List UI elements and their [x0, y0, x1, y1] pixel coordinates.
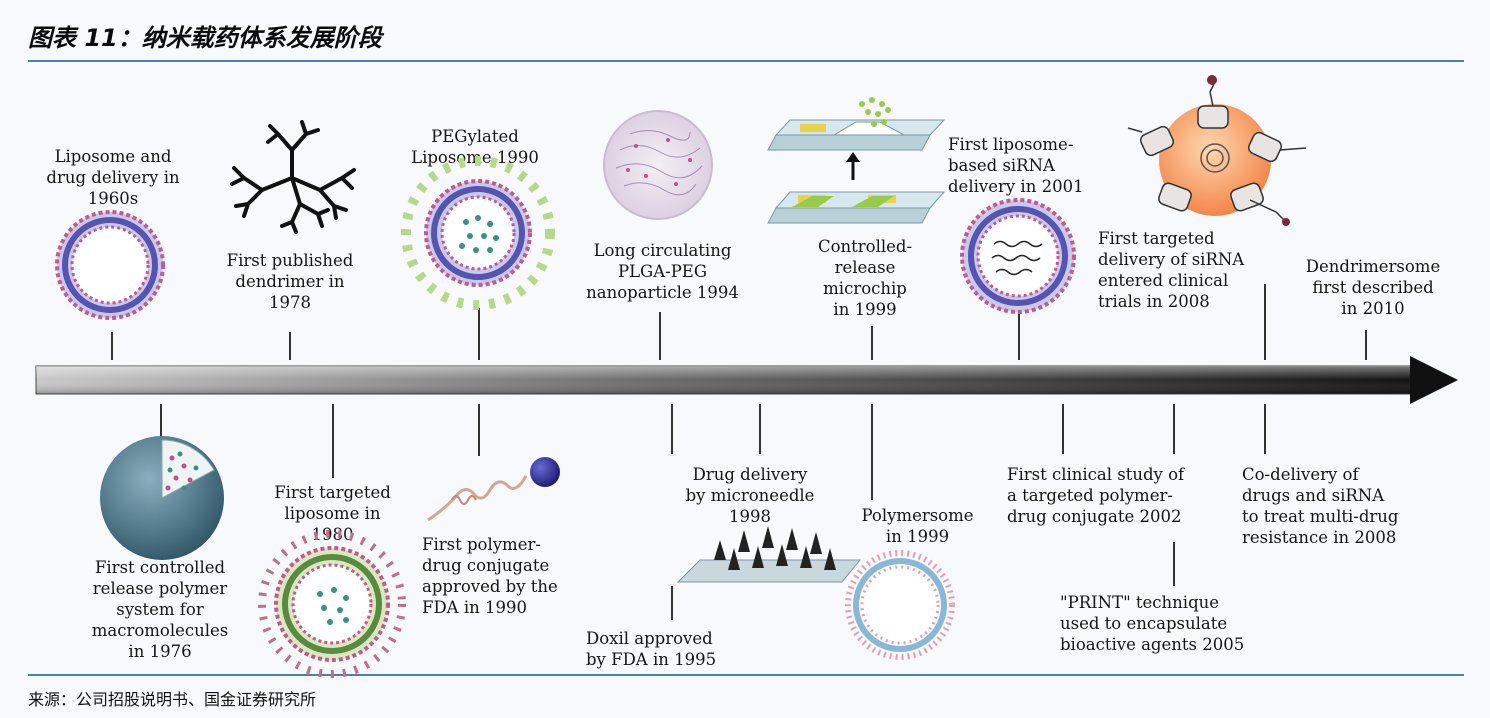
- tick-bottom-1999: [871, 404, 873, 500]
- tick-top-2010: [1365, 330, 1367, 360]
- tick-top-1990: [478, 308, 480, 360]
- tick-top-1978: [289, 332, 291, 360]
- tick-top-1960s: [111, 332, 113, 360]
- tick-bottom-1995-upper: [671, 404, 673, 454]
- tick-bottom-1976: [160, 404, 162, 438]
- nanoparticle-icon: [603, 110, 713, 220]
- tick-top-1994: [659, 312, 661, 360]
- tick-bottom-2002: [1062, 404, 1064, 454]
- tick-top-1999: [871, 326, 873, 360]
- sirna-liposome-icon: [960, 198, 1076, 314]
- tick-bottom-2005-lower: [1173, 542, 1175, 586]
- targeted-liposome-icon: [258, 530, 406, 678]
- bottom-rule: [28, 674, 1464, 676]
- microneedle-icon: [676, 526, 862, 583]
- tick-bottom-1980: [332, 404, 334, 478]
- tick-bottom-1990: [478, 404, 480, 456]
- top-rule: [28, 60, 1464, 62]
- source-note: 来源：公司招股说明书、国金证券研究所: [28, 690, 317, 709]
- polymer-sphere-icon: [100, 436, 224, 560]
- tick-bottom-2008: [1264, 404, 1266, 454]
- liposome-icon: [55, 210, 165, 320]
- pegylated-liposome-icon: [401, 156, 555, 310]
- figure-title: 图表 11：纳米载药体系发展阶段: [28, 24, 382, 52]
- tick-bottom-1998: [759, 404, 761, 454]
- polymersome-icon: [845, 550, 955, 660]
- tick-top-2008: [1264, 284, 1266, 360]
- dendrimer-icon: [230, 120, 356, 234]
- targeted-nanoparticle-icon: [1127, 75, 1307, 226]
- tick-bottom-1995-lower: [671, 586, 673, 620]
- polymer-conjugate-icon: [427, 457, 560, 522]
- microchip-icon: [767, 97, 946, 224]
- tick-top-2001: [1018, 314, 1020, 360]
- timeline-arrow: [35, 356, 1458, 404]
- tick-bottom-2005-upper: [1173, 404, 1175, 454]
